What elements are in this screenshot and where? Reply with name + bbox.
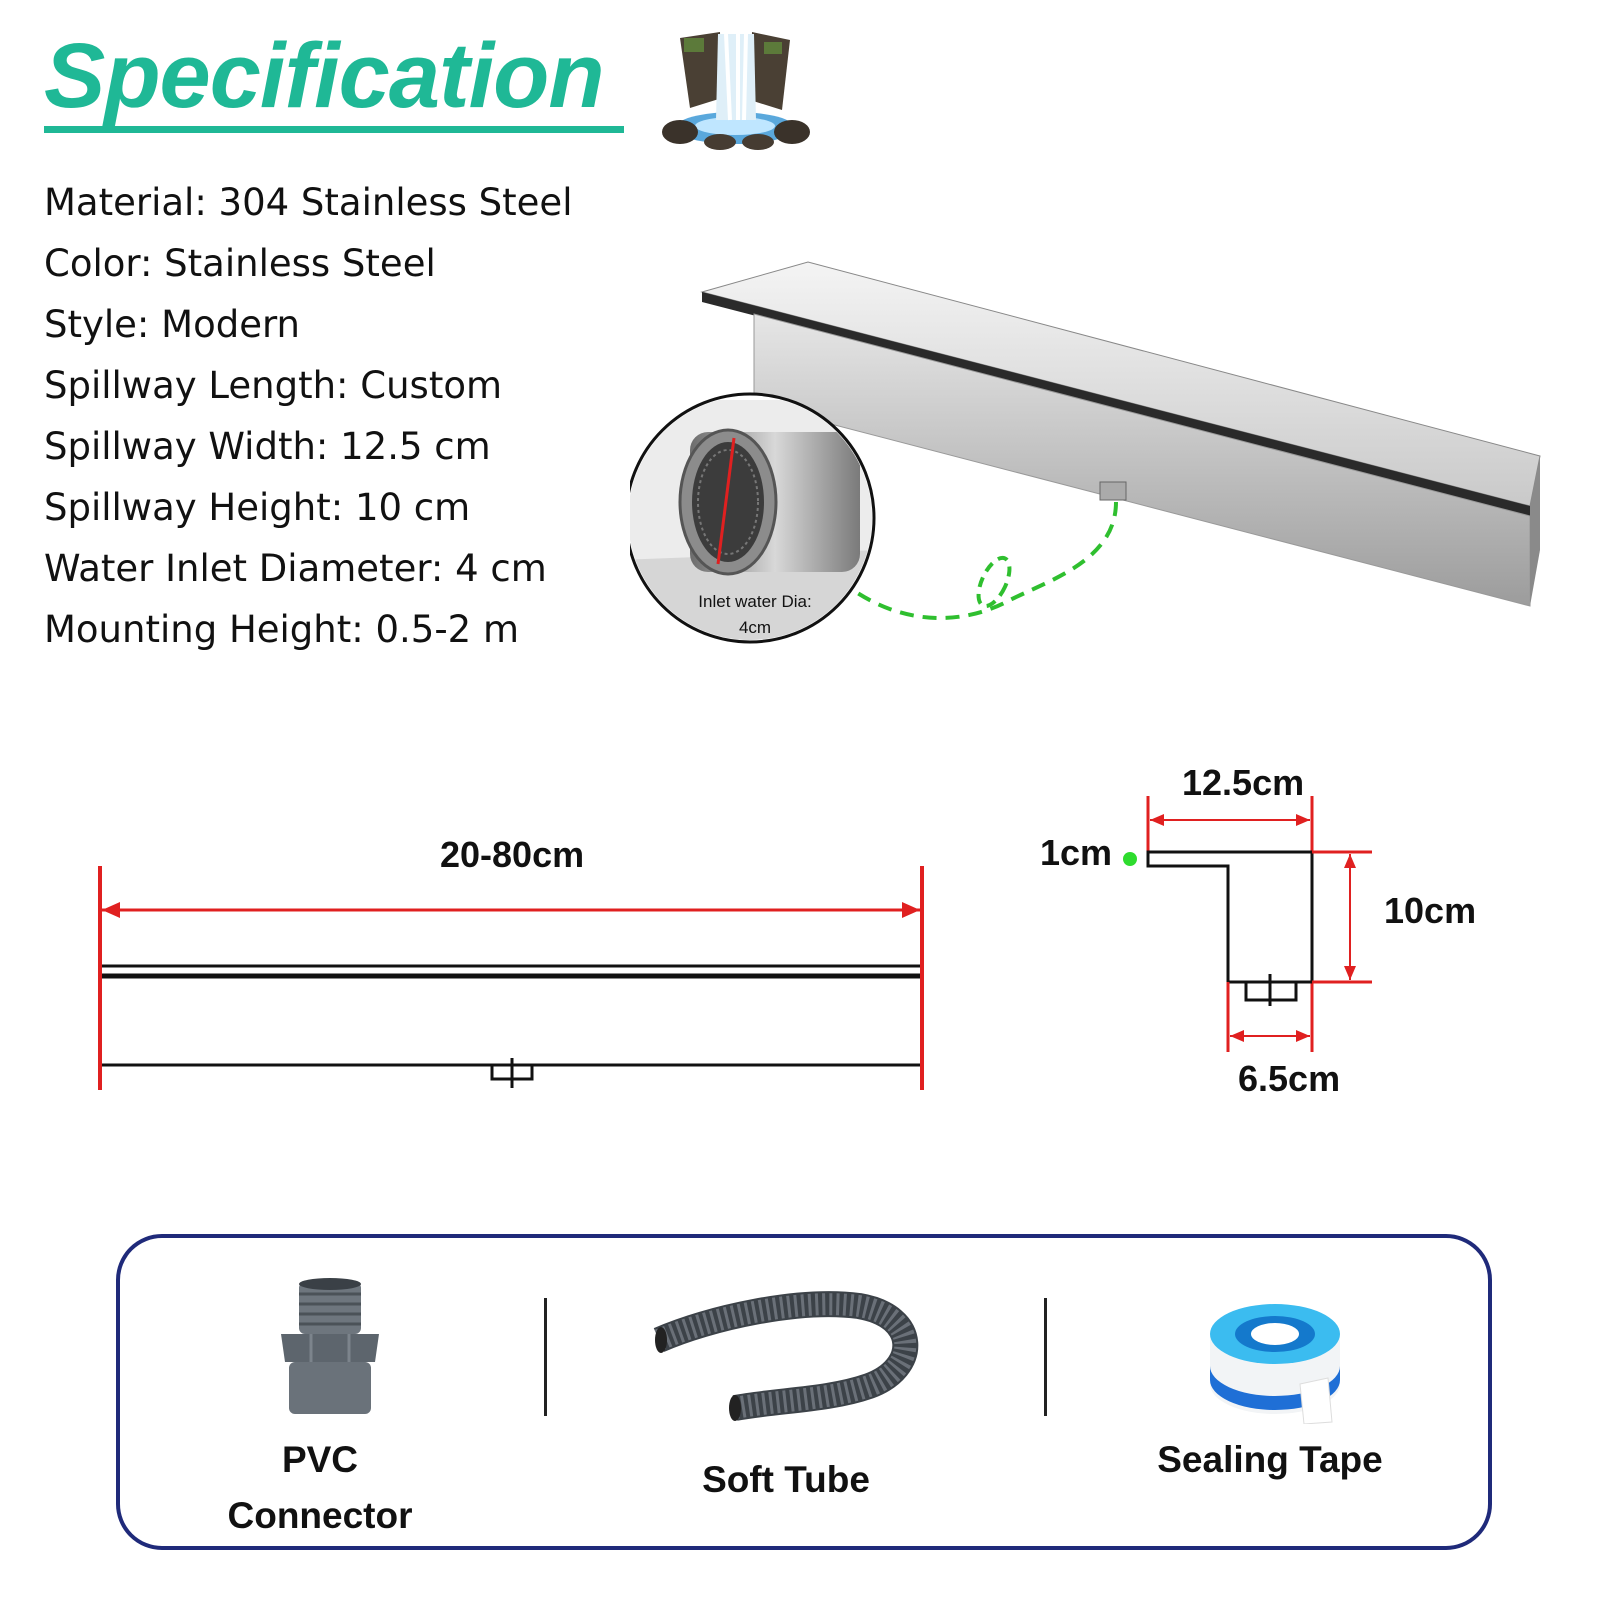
soft-tube-label: Soft Tube [702,1459,870,1500]
spillway-product-image [630,261,1541,644]
spec-color: Color: Stainless Steel [44,242,436,285]
pvc-connector-icon [281,1278,379,1414]
accessory-pvc-connector: PVC Connector [200,1278,440,1544]
spec-inlet-diameter: Water Inlet Diameter: 4 cm [44,547,547,590]
accessories-box: PVC Connector Soft Tube Sealing Tape [116,1234,1492,1550]
side-view-drawing [1123,796,1372,1052]
sealing-tape-label: Sealing Tape [1157,1439,1383,1480]
spec-mounting-height: Mounting Height: 0.5-2 m [44,608,520,651]
soft-tube-icon [653,1291,919,1421]
page-title: Specification [44,25,605,127]
spec-style: Style: Modern [44,303,300,346]
accessory-divider [1044,1298,1047,1416]
spec-material: Material: 304 Stainless Steel [44,181,573,224]
spec-length: Spillway Length: Custom [44,364,503,407]
spec-list: Material: 304 Stainless Steel Color: Sta… [44,172,572,660]
front-view-drawing [98,866,924,1090]
accessory-divider [544,1298,547,1416]
accessory-soft-tube: Soft Tube [646,1288,926,1508]
width-dimension-label: 12.5cm [1182,762,1305,803]
inlet-callout-label-line1: Inlet water Dia: [698,592,812,611]
spec-height: Spillway Height: 10 cm [44,486,471,529]
pvc-connector-label: PVC Connector [227,1439,413,1536]
lip-dimension-label: 1cm [1040,832,1113,873]
accessory-sealing-tape: Sealing Tape [1120,1274,1420,1488]
sealing-tape-icon [1210,1304,1340,1425]
inlet-callout-label-line2: 4cm [738,618,772,637]
height-dimension-label: 10cm [1384,890,1477,931]
waterfall-icon [662,32,810,150]
bottom-dimension-label: 6.5cm [1238,1058,1341,1099]
spec-width: Spillway Width: 12.5 cm [44,425,491,468]
length-dimension-label: 20-80cm [440,834,585,875]
title-underline [44,126,624,133]
